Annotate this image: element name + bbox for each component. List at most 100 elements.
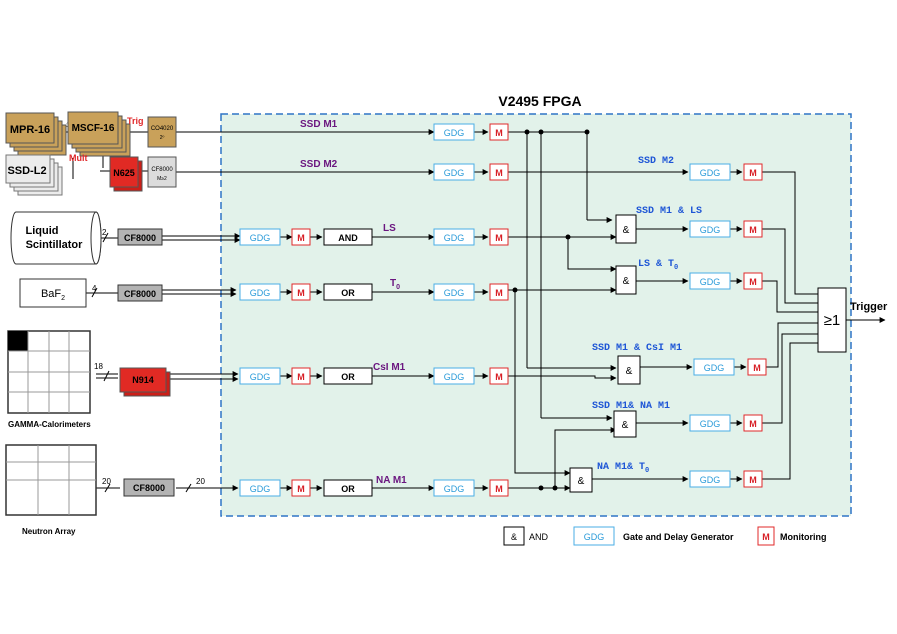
mscf-16-module: MSCF-16 <box>67 111 131 157</box>
svg-text:GDG: GDG <box>700 475 721 485</box>
gdg-block: GDG <box>433 123 475 141</box>
fpga-title: V2495 FPGA <box>498 93 581 109</box>
svg-text:GDG: GDG <box>444 168 465 178</box>
monitor-block: M <box>743 220 763 238</box>
svg-text:M: M <box>495 372 503 382</box>
gdg-block: GDG <box>433 479 475 497</box>
signal-na-m1: NA M1 <box>376 475 407 486</box>
logic-na-t0-sub: 0 <box>645 467 649 475</box>
svg-text:GDG: GDG <box>700 225 721 235</box>
svg-text:AND: AND <box>338 233 358 243</box>
svg-text:M: M <box>753 363 761 373</box>
logic-ssd-m1-csi: SSD M1 & CsI M1 <box>592 343 682 354</box>
svg-text:GDG: GDG <box>444 128 465 138</box>
gdg-block: GDG <box>433 367 475 385</box>
monitor-block: M <box>489 123 509 141</box>
svg-text:M: M <box>495 288 503 298</box>
trig-label: Trig <box>127 116 144 126</box>
svg-text:GDG: GDG <box>704 363 725 373</box>
cf8000-small-sublabel: M≥2 <box>157 176 167 182</box>
baf2-label: BaF2 <box>41 288 65 302</box>
or-trigger-label: ≥1 <box>824 312 841 329</box>
neutron-channel-count: 20 <box>102 477 111 486</box>
ssd-l2-module: SSD-L2 <box>5 154 63 196</box>
logic-ls-t0-sub: 0 <box>674 264 678 272</box>
signal-t0-main: T <box>390 278 396 289</box>
logic-na-t0: NA M1& T0 <box>597 462 649 475</box>
svg-text:M: M <box>749 168 757 178</box>
signal-ssd-m1: SSD M1 <box>300 119 338 130</box>
mpr-label: MPR-16 <box>10 124 50 136</box>
gdg-block: GDG <box>693 358 735 376</box>
or-gate: OR <box>323 479 373 497</box>
gdg-block: GDG <box>689 272 731 290</box>
monitor-block: M <box>489 283 509 301</box>
gdg-block: GDG <box>689 470 731 488</box>
wires <box>64 129 886 493</box>
monitor-block: M <box>743 163 763 181</box>
svg-text:M: M <box>495 128 503 138</box>
gamma-channel-count: 18 <box>94 362 103 371</box>
n625-label: N625 <box>113 168 135 178</box>
svg-text:GDG: GDG <box>700 277 721 287</box>
gdg-block: GDG <box>433 283 475 301</box>
baf2-channel-count: 4 <box>92 284 97 293</box>
logic-labels: SSD M2 SSD M1 & LS LS & T0 SSD M1 & CsI … <box>592 156 702 475</box>
co4020-module: CO4020 2º <box>147 116 177 148</box>
legend-mon-label: Monitoring <box>780 532 827 542</box>
liquid-channel-count: 2 <box>102 228 107 237</box>
svg-text:GDG: GDG <box>444 372 465 382</box>
mscf-label: MSCF-16 <box>72 123 115 134</box>
svg-text:GDG: GDG <box>250 372 271 382</box>
svg-text:OR: OR <box>341 372 355 382</box>
neutron-array-grid <box>5 444 97 516</box>
svg-text:GDG: GDG <box>700 419 721 429</box>
co4020-label: CO4020 <box>151 126 174 132</box>
svg-text:M: M <box>749 277 757 287</box>
mult-label: Mult <box>69 153 88 163</box>
svg-text:&: & <box>511 532 517 542</box>
svg-text:&: & <box>623 225 630 236</box>
svg-text:M: M <box>297 484 305 494</box>
svg-text:M: M <box>297 233 305 243</box>
neutron-label: Neutron Array <box>22 527 76 536</box>
logic-na-t0-main: NA M1& T <box>597 462 645 473</box>
logic-ssd-m1-na: SSD M1& NA M1 <box>592 401 670 412</box>
svg-text:GDG: GDG <box>250 288 271 298</box>
svg-text:M: M <box>297 288 305 298</box>
gdg-block: GDG <box>239 479 281 497</box>
signal-ls: LS <box>383 223 396 234</box>
gdg-block: GDG <box>689 163 731 181</box>
neutron-out-count: 20 <box>196 477 205 486</box>
logic-ssd-m1-ls: SSD M1 & LS <box>636 206 702 217</box>
svg-text:M: M <box>762 532 770 542</box>
baf2-main: BaF <box>41 288 61 300</box>
monitor-block: M <box>489 367 509 385</box>
n625-module: N625 <box>109 156 143 192</box>
svg-text:&: & <box>626 366 633 377</box>
signal-t0: T0 <box>390 278 400 291</box>
gdg-blocks: GDG GDG GDG GDG GDG GDG GDG GDG GDG GDG … <box>239 123 735 497</box>
monitor-block: M <box>291 228 311 246</box>
coincidence-gate: & <box>613 410 637 438</box>
svg-text:GDG: GDG <box>584 532 605 542</box>
logic-gates-left: AND OR OR OR <box>323 228 373 497</box>
or-trigger-gate: ≥1 <box>817 287 847 353</box>
svg-text:GDG: GDG <box>250 484 271 494</box>
svg-text:GDG: GDG <box>444 484 465 494</box>
monitor-block: M <box>743 470 763 488</box>
logic-ls-t0: LS & T0 <box>638 259 678 272</box>
liquid-label-line2: Scintillator <box>26 239 84 251</box>
cf8000-baf2-label: CF8000 <box>124 289 156 299</box>
ssd-l2-label: SSD-L2 <box>7 165 46 177</box>
coincidence-gate: & <box>615 265 637 295</box>
monitor-block: M <box>489 163 509 181</box>
trigger-output-label: Trigger <box>850 301 888 313</box>
and-gate: AND <box>323 228 373 246</box>
monitor-block: M <box>489 479 509 497</box>
monitor-block: M <box>747 358 767 376</box>
gdg-block: GDG <box>433 163 475 181</box>
cf8000-neutron-module: CF8000 <box>123 478 175 497</box>
baf2-sub: 2 <box>61 295 65 302</box>
